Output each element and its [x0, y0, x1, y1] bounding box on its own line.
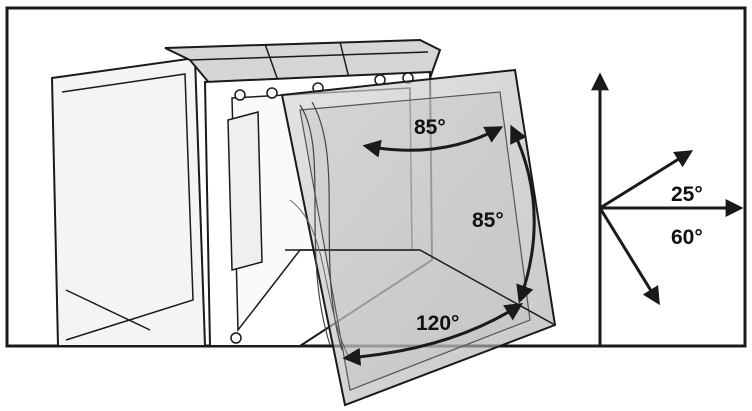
screw-icon	[234, 89, 246, 101]
side-angle-label: 85°	[472, 209, 504, 232]
upper-tilt-arrow	[599, 150, 694, 210]
door-cable-3	[289, 199, 351, 361]
door-cable-1	[299, 104, 331, 346]
bottom-angle-arc	[342, 303, 524, 366]
screw-icon	[230, 332, 242, 344]
cabinet-side-stripe	[65, 289, 151, 331]
cabinet-left-panel	[50, 56, 207, 347]
top-angle-label: 85°	[414, 116, 446, 139]
bottom-angle-label: 120°	[416, 312, 459, 335]
lower-tilt-arrow	[598, 207, 660, 306]
angle-arcs	[342, 124, 536, 366]
upper-tilt-angle-label: 25°	[671, 183, 703, 206]
screw-icon	[266, 87, 278, 99]
lower-tilt-angle-label: 60°	[671, 226, 703, 249]
cabinet-left-rail	[227, 111, 263, 271]
top-angle-arc	[362, 126, 504, 158]
cabinet-screws	[230, 72, 414, 344]
side-angle-arc	[510, 124, 536, 304]
cabinet-top-ridge	[189, 51, 429, 61]
direction-axes	[591, 72, 744, 346]
